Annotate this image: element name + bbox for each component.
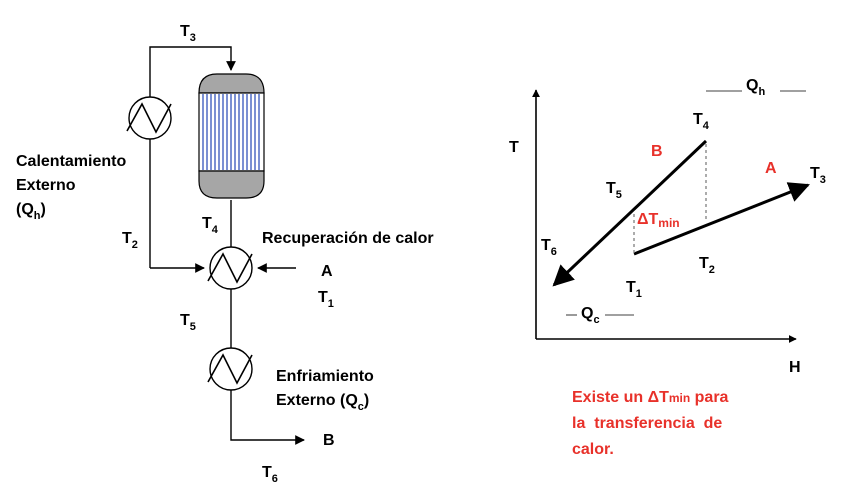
flow-cooling-line1: Enfriamiento [276, 368, 374, 385]
flow-t5-label: T5 [180, 312, 196, 333]
line-a [633, 182, 810, 256]
th-axis-h-label: H [789, 359, 801, 376]
stream-b-line [230, 389, 305, 445]
line-b [552, 139, 708, 287]
note: Existe un ΔTmin para la transferencia de… [572, 389, 729, 458]
flow-heating-line1: Calentamiento [16, 153, 126, 170]
flow-t3-label: T3 [180, 23, 196, 44]
flow-t2-label: T2 [122, 230, 138, 251]
flow-heating-qh: (Qh) [16, 201, 46, 222]
reactor-icon [198, 73, 265, 199]
flow-cooling-line2: Externo (Qc) [276, 392, 369, 413]
th-t1-label: T1 [626, 279, 642, 300]
flow-t4-label: T4 [202, 215, 219, 236]
th-t2-label: T2 [699, 255, 715, 276]
th-qc-label: Qc [581, 305, 600, 326]
note-line3: calor. [572, 441, 614, 458]
note-line2: la transferencia de [572, 415, 722, 432]
flow-t1-label: T1 [318, 289, 334, 310]
heat-exchanger-icon [207, 246, 253, 290]
th-t3-label: T3 [810, 165, 826, 186]
heater-icon [126, 96, 172, 140]
flow-recovery-label: Recuperación de calor [262, 230, 434, 247]
stream-t3-line [149, 46, 236, 100]
th-axis-t-label: T [509, 139, 519, 156]
th-t4-label: T4 [693, 111, 710, 132]
th-line-a-label: A [765, 160, 777, 177]
flow-stream-b-label: B [323, 432, 335, 449]
flow-stream-a-label: A [321, 263, 333, 280]
th-qh-label: Qh [746, 77, 765, 98]
th-line-b-label: B [651, 143, 663, 160]
note-line1: Existe un ΔTmin para [572, 389, 729, 406]
th-t5-label: T5 [606, 180, 622, 201]
cooler-icon [207, 347, 253, 391]
th-dtmin-label: ΔTmin [637, 211, 680, 230]
flow-heating-line2: Externo [16, 177, 76, 194]
flowsheet [149, 46, 305, 445]
th-diagram: T H Qh Qc T4 B A T3 T5 ΔTmin T6 T2 T1 [509, 77, 826, 376]
th-t6-label: T6 [541, 237, 557, 258]
flow-t6-label: T6 [262, 464, 278, 485]
